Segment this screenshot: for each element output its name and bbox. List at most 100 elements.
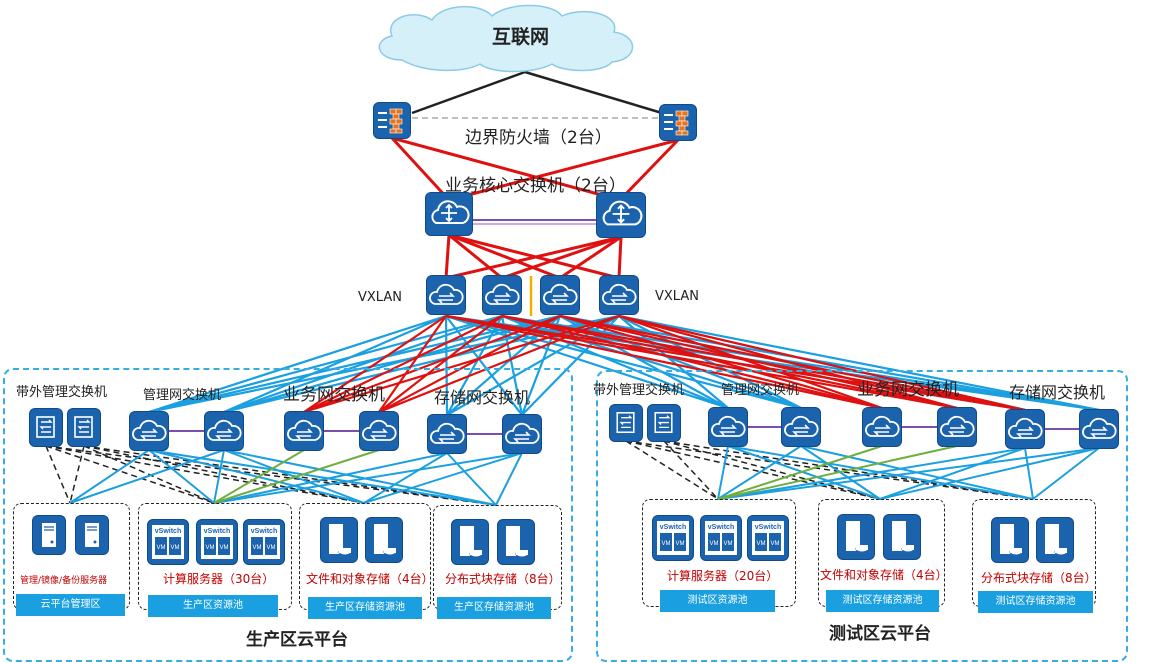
vm-label: VM <box>676 541 685 547</box>
oob-switch-icon <box>616 412 635 434</box>
prod-compute-group-text: 计算服务器（30台） <box>163 572 275 586</box>
prod-block-storage-2 <box>498 520 534 564</box>
test-storage-switch-2 <box>1080 410 1118 448</box>
test-file-tag: 测试区存储资源池 <box>826 590 939 612</box>
prod-oob-switch-1 <box>30 409 62 446</box>
mgmt-server-link <box>213 449 225 504</box>
vxlan-access-link <box>223 314 620 414</box>
vm-label: VM <box>757 541 766 547</box>
switch-icon <box>784 415 819 437</box>
core-vxlan-link <box>445 235 622 280</box>
oob-link <box>663 440 881 500</box>
storage-server-icon <box>1000 524 1023 556</box>
vm-label: VM <box>771 541 780 547</box>
prod-mgmt-switch-label: 管理网交换机 <box>143 388 222 403</box>
switch-icon <box>362 419 397 441</box>
mgmt-server-link <box>148 449 497 506</box>
vxlan-access-link <box>618 314 1100 412</box>
storage-server-link <box>1024 447 1034 500</box>
test-oob-switch-2 <box>648 405 680 441</box>
mgmt-server-link <box>727 445 881 500</box>
vxlan-biz-link <box>618 314 1026 412</box>
vxlan-switch-1 <box>427 276 465 314</box>
oob-link <box>663 440 1034 500</box>
internet-cloud-icon <box>378 4 634 73</box>
prod-file-storage-2 <box>366 518 402 562</box>
internet-link <box>411 70 526 115</box>
oob-switch-icon <box>36 416 55 438</box>
storage-server-link <box>1032 447 1100 500</box>
vxlan-access-link <box>148 314 503 414</box>
vxlan-switch-3 <box>541 276 579 314</box>
core-switch-label: 业务核心交换机（2台） <box>445 176 626 196</box>
oob-link <box>45 445 71 504</box>
vm-label: VM <box>267 545 276 551</box>
switch-icon <box>287 419 322 441</box>
vm-label: VM <box>662 541 671 547</box>
storage-server-link <box>213 452 448 504</box>
prod-file-group-text: 文件和对象存储（4台） <box>306 572 434 586</box>
production-zone <box>3 368 573 662</box>
oob-link <box>625 440 881 500</box>
prod-block-storage-1 <box>452 520 488 564</box>
test-oob-switch-1 <box>610 405 642 441</box>
vm-label: VM <box>206 545 215 551</box>
vxlan-biz-link <box>303 315 447 413</box>
core-switch-icon <box>602 200 643 226</box>
vswitch-label: vSwitch <box>660 524 686 531</box>
production-title: 生产区云平台 <box>246 630 348 650</box>
prod-mgmt-server-2 <box>76 516 108 554</box>
oob-link <box>625 440 719 500</box>
internet-label: 互联网 <box>492 26 550 48</box>
firewall-label: 边界防火墙（2台） <box>465 128 612 148</box>
server-icon <box>42 523 56 547</box>
prod-compute-tag: 生产区资源池 <box>148 595 278 617</box>
vswitch-label: vSwitch <box>755 524 781 531</box>
prod-biz-switch-label: 业务网交换机 <box>283 385 385 405</box>
mgmt-server-link <box>148 449 365 504</box>
oob-link <box>45 445 497 506</box>
vxlan-biz-link <box>559 314 883 410</box>
storage-server-link <box>213 452 523 504</box>
firewall-icon <box>378 108 403 134</box>
oob-link <box>45 445 365 504</box>
switch-icon <box>940 415 975 437</box>
vswitch-label: vSwitch <box>155 528 181 535</box>
switch-icon <box>1008 417 1043 439</box>
oob-switch-icon <box>654 412 673 434</box>
link <box>390 136 451 202</box>
prod-mgmt-server-1 <box>33 516 65 554</box>
mgmt-server-link <box>717 445 729 500</box>
oob-switch-icon <box>74 416 93 438</box>
storage-server-link <box>495 452 523 506</box>
biz-server-link <box>213 449 380 504</box>
vxlan-right-label: VXLAN <box>655 289 699 304</box>
switch-icon <box>429 283 464 305</box>
prod-oob-switch-label: 带外管理交换机 <box>16 385 108 400</box>
core-switch-1 <box>426 193 472 235</box>
prod-file-storage-1 <box>321 518 357 562</box>
storage-server-link <box>717 447 1100 500</box>
prod-file-tag: 生产区存储资源池 <box>308 597 422 619</box>
storage-server-icon <box>506 526 529 558</box>
storage-server-link <box>717 447 1026 500</box>
core-switch-2 <box>597 193 645 237</box>
test-compute-tag: 测试区资源池 <box>660 590 775 612</box>
core-switch-icon <box>431 200 470 224</box>
core-vxlan-link <box>559 235 622 280</box>
mgmt-server-link <box>69 449 150 504</box>
storage-server-icon <box>846 521 869 553</box>
test-dist-group-text: 分布式块存储（8台） <box>981 571 1097 585</box>
core-vxlan-link <box>448 233 503 280</box>
storage-server-icon <box>374 524 397 556</box>
test-file-group-text: 文件和对象存储（4台） <box>820 568 948 582</box>
vxlan-access-link <box>223 314 447 414</box>
vxlan-biz-link <box>378 315 503 413</box>
test-storage-switch-1 <box>1006 410 1044 448</box>
vxlan-access-link <box>148 314 447 414</box>
